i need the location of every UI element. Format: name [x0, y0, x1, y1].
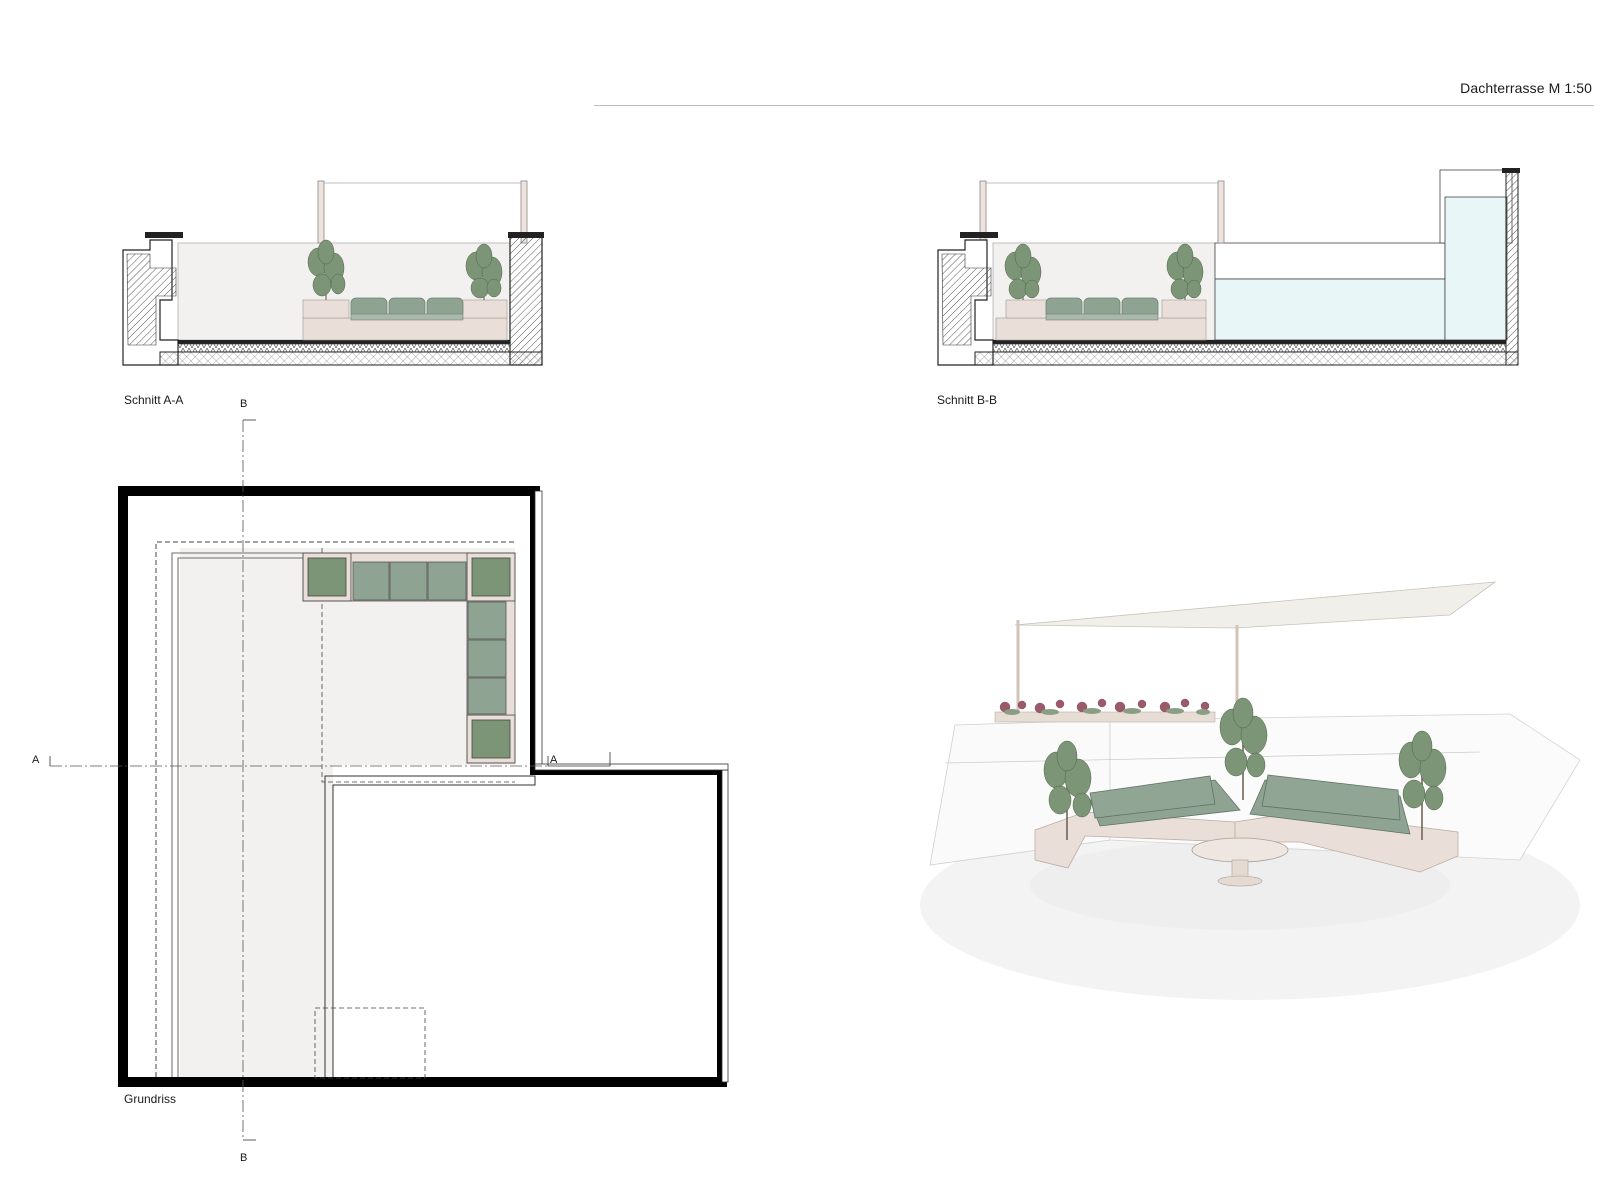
bb-pool-glass [1214, 278, 1446, 341]
plan-terrace-floor [180, 548, 515, 1077]
persp-table-top [1191, 837, 1289, 863]
persp-table-foot [1217, 875, 1263, 887]
bb-tree-left [1004, 243, 1042, 300]
aa-floor-slab [159, 351, 543, 366]
bb-planter-right [1161, 299, 1207, 319]
caption-floor-plan: Grundriss [124, 1092, 177, 1106]
plan-dashed-seating-zone [321, 548, 515, 783]
plan-dashed-edge-outer [155, 541, 515, 1077]
persp-cushions-right-back [1261, 774, 1401, 821]
persp-flower-leaves [1004, 708, 1210, 715]
plan-right-cladding-lower [721, 769, 729, 1083]
persp-tree-left [1043, 740, 1092, 840]
aa-seat [350, 313, 464, 321]
marker-b-top: B [240, 398, 248, 410]
persp-cushions-left-back [1089, 775, 1216, 819]
bb-pool-wall [1214, 242, 1446, 280]
bb-seat [1045, 313, 1159, 321]
persp-tree-right [1398, 730, 1447, 840]
sheet-title: Dachterrasse M 1:50 [1460, 80, 1592, 96]
aa-planter-left [302, 299, 350, 319]
bb-right-parapet [1505, 169, 1519, 366]
plan-lower-room-wall [324, 775, 536, 1077]
aa-floor-top [178, 340, 510, 344]
caption-section-aa: Schnitt A-A [124, 393, 184, 407]
aa-bench-base [302, 317, 508, 341]
aa-planter-right [460, 299, 508, 319]
plan-cushion-top-1 [352, 561, 390, 601]
plan-planter-topright-soil [471, 557, 511, 597]
bb-left-coping [960, 232, 998, 238]
bb-floor-top [993, 340, 1506, 344]
plan-cushion-top-2 [389, 561, 428, 601]
bb-planter-left [1005, 299, 1049, 319]
marker-a-left: A [32, 754, 40, 766]
bb-right-tower-glass [1444, 196, 1508, 341]
perspective-sketch [920, 581, 1581, 1000]
aa-right-coping [508, 232, 544, 238]
plan-dashed-hatch-opening [314, 1007, 426, 1079]
bb-sail-post-right [1217, 180, 1225, 244]
plan-cushion-right-3 [467, 677, 507, 715]
bb-tree-right [1166, 243, 1204, 300]
header-rule [594, 105, 1594, 106]
aa-left-coping [145, 232, 183, 238]
caption-section-bb: Schnitt B-B [937, 393, 998, 407]
marker-a-right: A [550, 754, 558, 766]
persp-wall-line [944, 751, 1481, 764]
persp-flowers [999, 698, 1210, 714]
marker-b-bottom: B [240, 1152, 248, 1164]
aa-left-parapet-hatch [126, 253, 177, 346]
plan-cushion-top-3 [427, 561, 467, 601]
plan-cladding-top [534, 763, 729, 771]
bb-bench-base [995, 317, 1207, 341]
aa-tree-right [465, 243, 503, 300]
plan-planter-bottomright-soil [471, 719, 511, 759]
bb-left-parapet-hatch [941, 253, 992, 346]
aa-sail-post-left [317, 180, 325, 244]
persp-shade-sail [1014, 581, 1497, 629]
plan-section-tick-a-right [547, 752, 611, 767]
persp-tree-center [1219, 697, 1268, 800]
persp-flower-box [994, 711, 1216, 723]
bb-floor-insulation [992, 343, 1507, 353]
aa-tree-left [307, 239, 346, 300]
bb-floor-slab [974, 351, 1519, 366]
plan-cushion-right-1 [467, 601, 507, 640]
bb-right-coping [1502, 168, 1520, 173]
plan-cushion-right-2 [467, 639, 507, 678]
plan-planter-topleft-soil [307, 557, 347, 597]
aa-right-parapet [509, 234, 543, 366]
aa-floor-insulation [177, 343, 511, 353]
plan-right-cladding-upper [534, 490, 543, 771]
